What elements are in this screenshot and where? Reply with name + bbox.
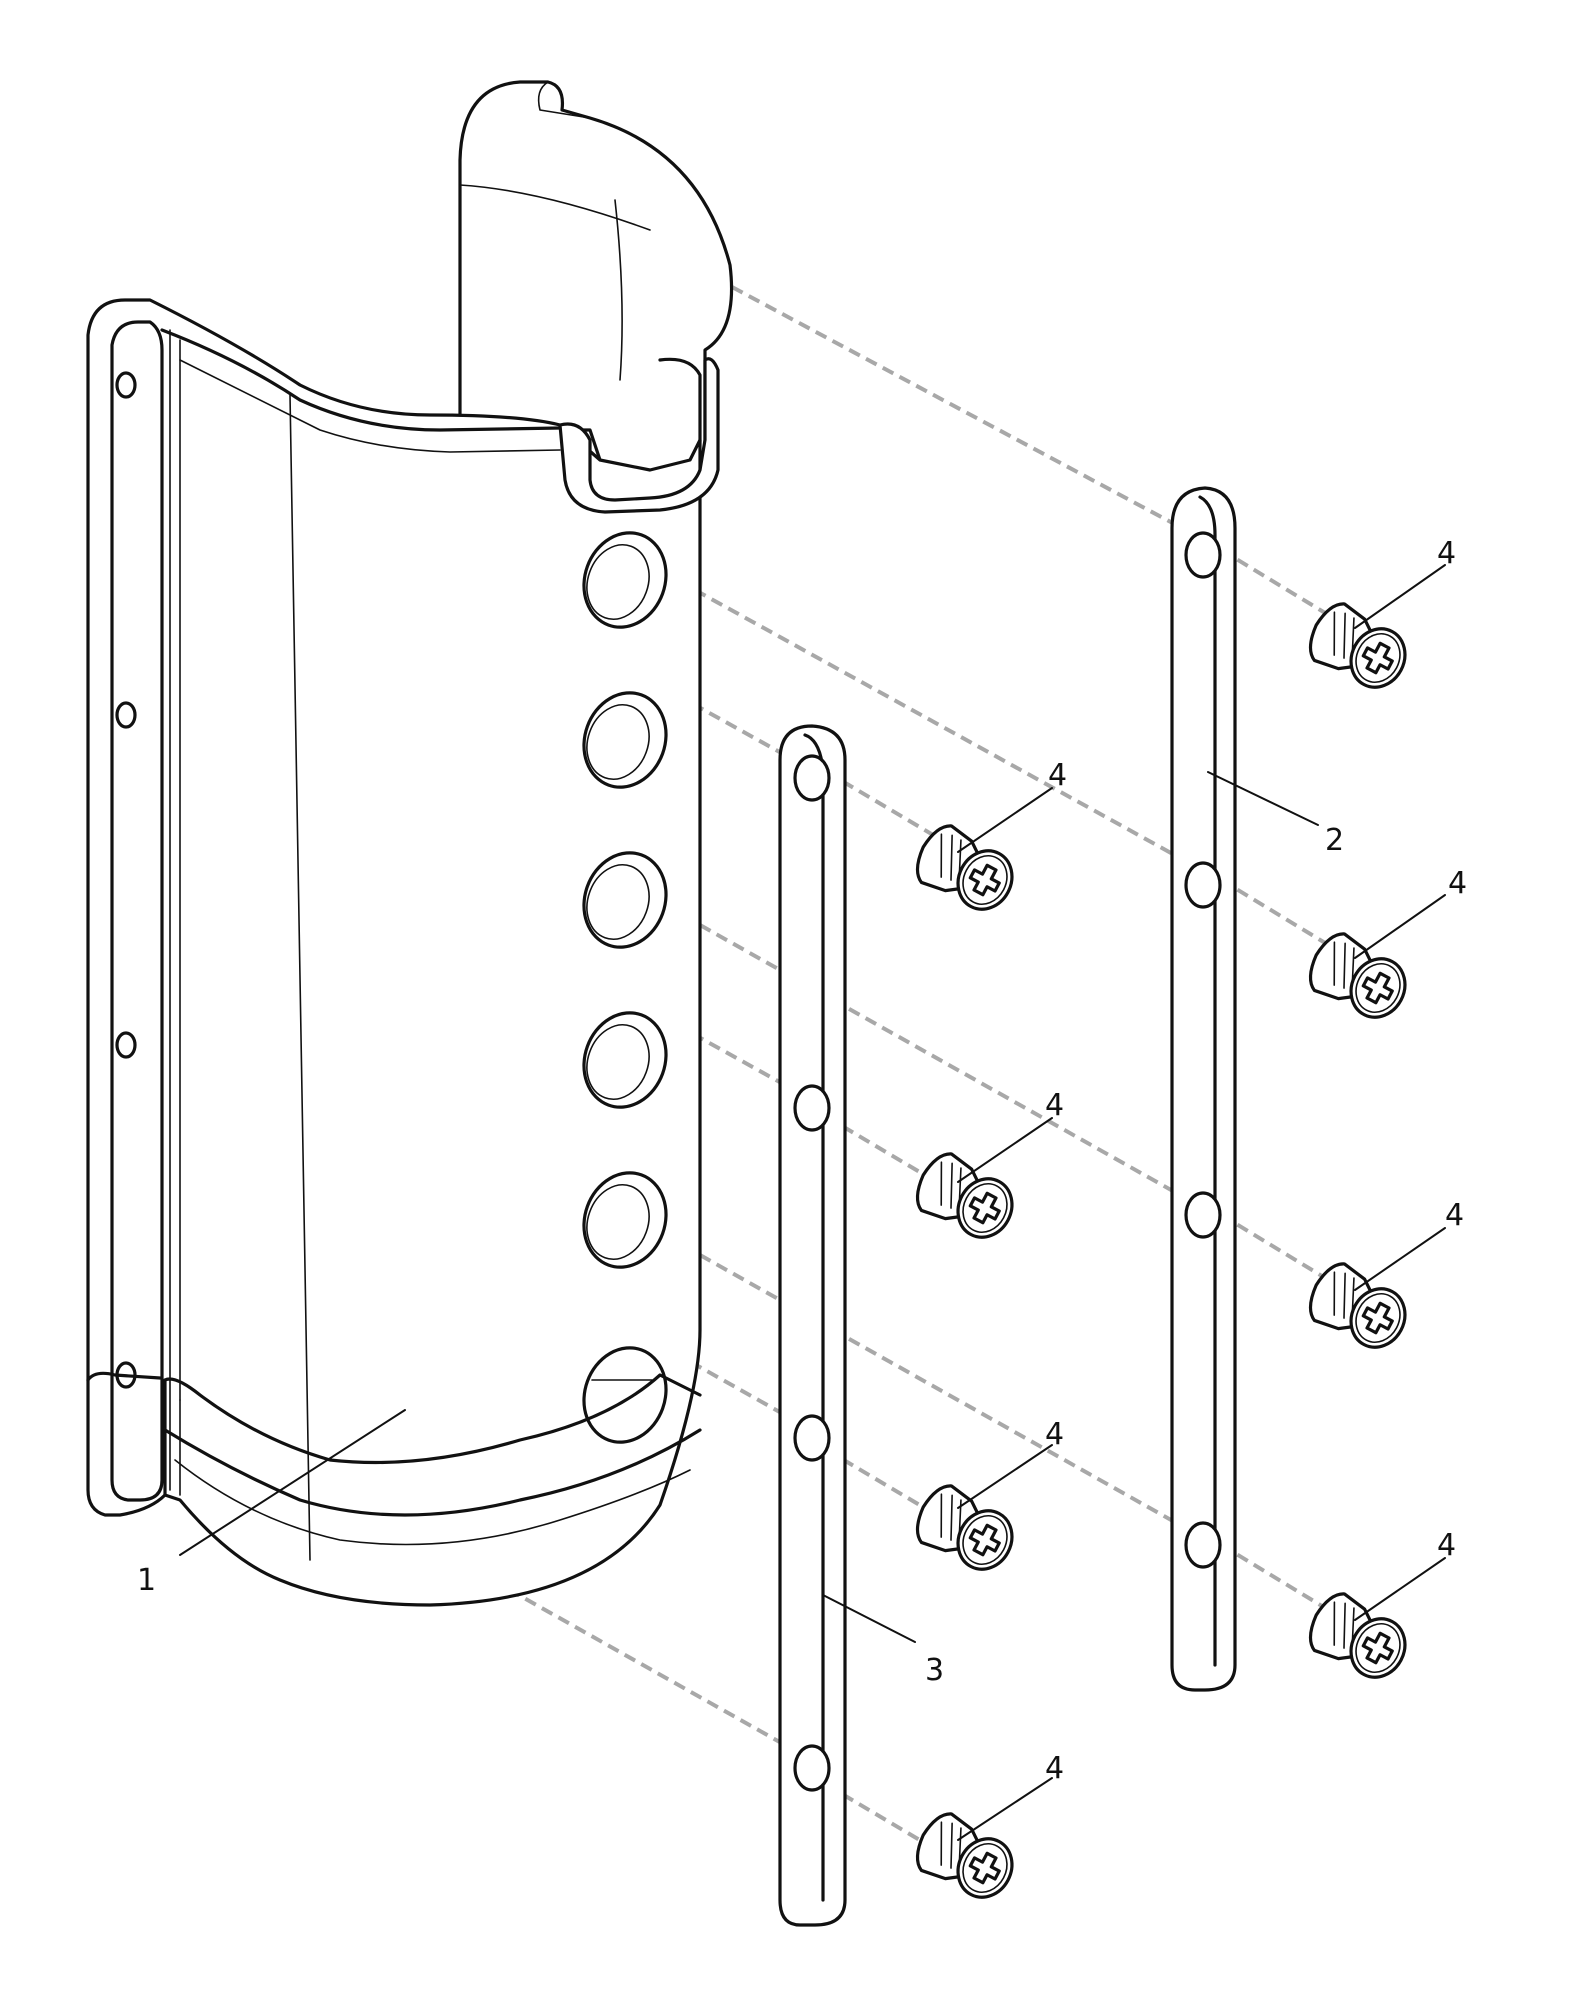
callout-screw: 4 — [1048, 758, 1067, 793]
leader-line — [1207, 771, 1319, 826]
leader-line — [957, 1777, 1053, 1841]
rail-hole — [1184, 861, 1222, 909]
rail-body — [778, 724, 847, 1927]
leader-line — [957, 1117, 1053, 1183]
mounting-rail-left — [778, 724, 847, 1927]
callout-screw: 4 — [1045, 1751, 1064, 1786]
leader-line — [1354, 1227, 1446, 1291]
flange-hole — [115, 371, 137, 399]
callout-screw: 4 — [1437, 536, 1456, 571]
assembly-line — [699, 923, 1181, 1197]
housing-side-openings — [582, 531, 668, 1444]
rail-hole — [1184, 531, 1222, 579]
housing-rear-wall — [458, 80, 734, 492]
rail-hole — [793, 1744, 831, 1792]
part-callouts: 1 2 3 4 4 4 4 4 4 4 4 — [137, 536, 1467, 1786]
screw — [1299, 1585, 1417, 1689]
side-opening — [582, 1011, 668, 1109]
callout-mounting-rail-left: 3 — [925, 1653, 944, 1688]
callout-mounting-rail-right: 2 — [1325, 823, 1344, 858]
flange-hole — [115, 1361, 137, 1389]
callout-screw: 4 — [1437, 1528, 1456, 1563]
screw — [906, 1477, 1024, 1581]
leader-line — [1354, 564, 1446, 629]
assembly-line — [731, 285, 1181, 529]
side-opening — [582, 1171, 668, 1269]
screw — [1299, 595, 1417, 699]
leader-line — [179, 1409, 406, 1556]
callout-screw: 4 — [1445, 1198, 1464, 1233]
rail-body — [1170, 486, 1237, 1692]
screw — [1299, 1255, 1417, 1359]
side-opening — [582, 851, 668, 949]
side-opening — [582, 691, 668, 789]
housing-top-lip — [558, 357, 720, 514]
callout-housing: 1 — [137, 1563, 156, 1598]
flange-hole — [115, 701, 137, 729]
assembly-line — [699, 1253, 1181, 1527]
screw — [1299, 925, 1417, 1029]
leader-line — [957, 1444, 1053, 1509]
housing — [86, 80, 734, 1607]
flange-hole — [115, 1031, 137, 1059]
mounting-rail-right — [1170, 486, 1237, 1692]
rail-hole — [1184, 1521, 1222, 1569]
screw — [906, 1805, 1024, 1909]
leader-line — [957, 787, 1053, 853]
leader-lines — [179, 564, 1446, 1841]
screw — [906, 1145, 1024, 1249]
rail-hole — [1184, 1191, 1222, 1239]
rail-hole — [793, 1414, 831, 1462]
side-opening — [582, 1346, 668, 1444]
housing-flange-holes — [115, 371, 137, 1389]
assembly-line — [694, 588, 1181, 860]
leader-line — [1354, 894, 1446, 959]
side-opening — [582, 531, 668, 629]
callout-screw: 4 — [1045, 1088, 1064, 1123]
rail-hole — [793, 754, 831, 802]
leader-line — [1354, 1557, 1446, 1621]
screws — [906, 595, 1417, 1909]
callout-screw: 4 — [1448, 866, 1467, 901]
callout-screw: 4 — [1045, 1417, 1064, 1452]
screw — [906, 817, 1024, 921]
leader-line — [822, 1594, 916, 1643]
rail-hole — [793, 1084, 831, 1132]
